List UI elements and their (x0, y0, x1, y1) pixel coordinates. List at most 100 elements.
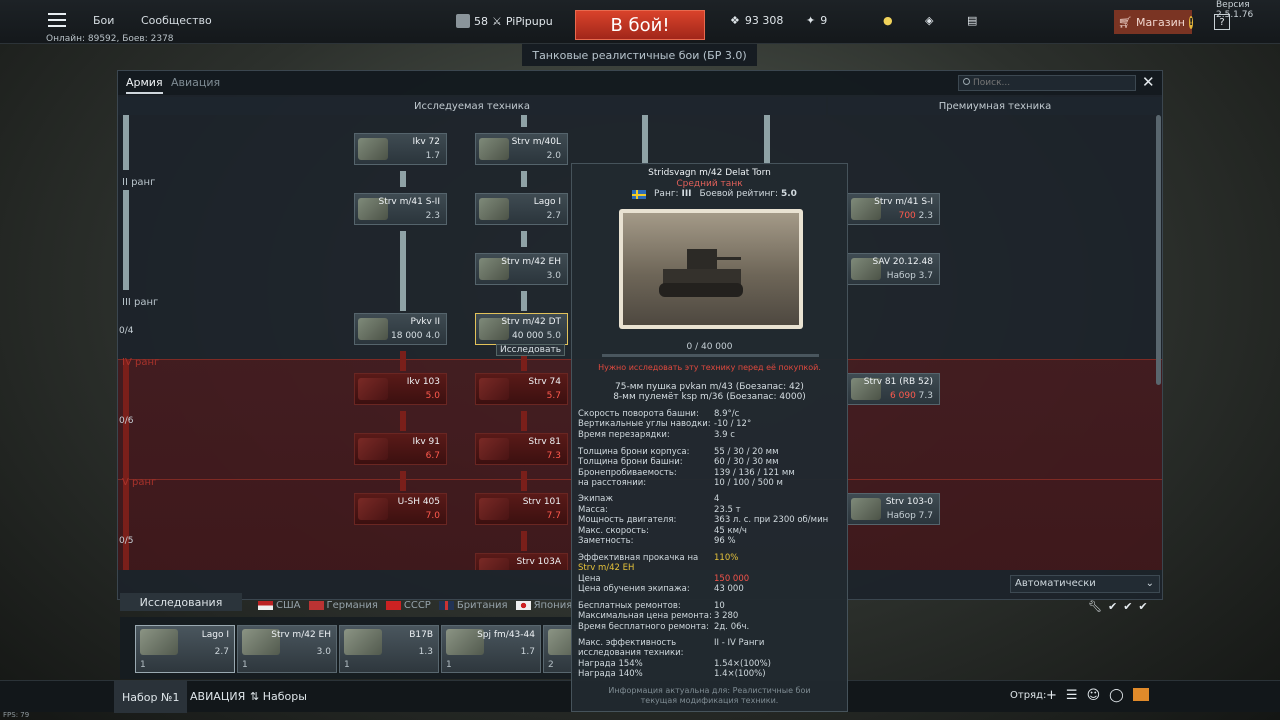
nav-battles[interactable]: Бои (93, 14, 115, 27)
diamond-icon[interactable]: ◈ (925, 14, 934, 27)
vehicle-node-strv74[interactable]: Strv 74 5.7 (475, 373, 568, 405)
vehicle-price: Набор (886, 271, 916, 281)
vehicle-photo (619, 209, 803, 329)
nav-community[interactable]: Сообщество (141, 14, 212, 27)
player-info[interactable]: 58 ⚔ PiPipupu (456, 14, 553, 28)
nation-ussr[interactable]: СССР (385, 600, 431, 611)
vehicle-br: 7.7 (918, 511, 933, 521)
crew-slot[interactable]: Strv m/42 EH 3.0 1 (237, 625, 337, 673)
premium-node-strv-m41-s1[interactable]: Strv m/41 S-I 700 2.3 (847, 193, 940, 225)
vehicle-node-strv-m41-s2[interactable]: Strv m/41 S-II 2.3 (354, 193, 447, 225)
slot-crew-count: 1 (242, 660, 248, 670)
slot-vehicle-br: 1.7 (520, 647, 535, 657)
vehicle-name: Strv 103A (516, 557, 561, 567)
vehicle-node-strv103a[interactable]: Strv 103A (475, 553, 568, 570)
auto-select-dropdown[interactable]: Автоматически ⌄ (1010, 575, 1160, 593)
presets-button[interactable]: ⇅ Наборы (250, 690, 307, 703)
chat-icon[interactable]: ◯ (1109, 688, 1124, 703)
research-toggle[interactable]: Исследования (120, 593, 242, 611)
vehicle-br: 4.0 (425, 331, 440, 341)
vehicle-title: Stridsvagn m/42 Delat Torn (648, 168, 771, 178)
vehicle-node-strv-m40l[interactable]: Strv m/40L 2.0 (475, 133, 568, 165)
stat-label: Толщина брони корпуса: (578, 447, 690, 457)
vehicle-node-ikv91[interactable]: Ikv 91 6.7 (354, 433, 447, 465)
aviation-button[interactable]: АВИАЦИЯ (190, 690, 246, 703)
tank-icon (851, 198, 881, 220)
search-input[interactable] (958, 75, 1136, 91)
mail-icon[interactable] (1132, 688, 1149, 701)
stat-label: Макс. скорость: (578, 526, 649, 536)
list-icon[interactable]: ☰ (1065, 688, 1078, 703)
check-all-icon[interactable]: ✔ (1123, 600, 1133, 613)
vehicle-node-strv-m42-eh[interactable]: Strv m/42 EH 3.0 (475, 253, 568, 285)
menu-icon[interactable] (48, 13, 66, 27)
silver-lions[interactable]: ❖ 93 308 (730, 14, 783, 27)
slot-vehicle-br: 3.0 (316, 647, 331, 657)
crew-price-label: Цена обучения экипажа: (578, 584, 690, 594)
tickets-icon[interactable]: ▤ (967, 14, 978, 27)
tab-aviation[interactable]: Авиация (171, 76, 221, 89)
nation-japan[interactable]: Япония (515, 600, 572, 611)
stat-value: 60 / 30 / 30 мм (714, 457, 779, 467)
vehicle-node-strv81[interactable]: Strv 81 7.3 (475, 433, 568, 465)
vehicle-node-u-sh405[interactable]: U-SH 405 7.0 (354, 493, 447, 525)
vehicle-node-ikv103[interactable]: Ikv 103 5.0 (354, 373, 447, 405)
vehicle-name: Lago I (533, 197, 561, 207)
vehicle-node-lago1[interactable]: Lago I 2.7 (475, 193, 568, 225)
premium-node-sav[interactable]: SAV 20.12.48 Набор 3.7 (847, 253, 940, 285)
vehicle-node-pvkv2[interactable]: Pvkv II 18 000 4.0 (354, 313, 447, 345)
vehicle-node-ikv72[interactable]: Ikv 72 1.7 (354, 133, 447, 165)
vehicle-br: 2.0 (546, 151, 561, 161)
add-icon[interactable]: + (1046, 688, 1057, 703)
vehicle-price: 6 090 (890, 391, 916, 401)
check-icon[interactable]: ✔ (1107, 600, 1118, 613)
to-battle-button[interactable]: В бой! (575, 10, 705, 40)
crew-slot[interactable]: Lago I 2.7 1 (135, 625, 235, 673)
vehicle-br: 2.3 (425, 211, 440, 221)
vehicle-rank-row: Ранг: III Боевой рейтинг: 5.0 (632, 189, 797, 199)
tab-army[interactable]: Армия (126, 76, 163, 94)
crew-slot[interactable]: Spj fm/43-44 1.7 1 (441, 625, 541, 673)
research-points: 0 / 40 000 (686, 342, 733, 352)
stat-label: Толщина брони башни: (578, 457, 683, 467)
tank-icon (242, 629, 280, 655)
nation-usa[interactable]: США (258, 600, 301, 611)
fps-counter: FPS: 79 (3, 711, 30, 719)
slot-crew-count: 1 (446, 660, 452, 670)
crew-slot[interactable]: B17B 1.3 1 (339, 625, 439, 673)
game-mode-label[interactable]: Танковые реалистичные бои (БР 3.0) (522, 44, 757, 66)
premium-node-strv81-rb52[interactable]: Strv 81 (RB 52) 6 090 7.3 (847, 373, 940, 405)
golden-eagles[interactable]: ✦ 9 (806, 14, 827, 27)
tank-icon (479, 318, 509, 340)
repair-value: 2д. 06ч. (714, 622, 750, 632)
ussr-flag-icon (385, 600, 401, 610)
nation-germany[interactable]: Германия (308, 600, 378, 611)
repair-label: Максимальная цена ремонта: (578, 611, 712, 621)
tree-connector (400, 351, 406, 371)
stat-value: 55 / 30 / 20 мм (714, 447, 779, 457)
premium-node-strv103-0[interactable]: Strv 103-0 Набор 7.7 (847, 493, 940, 525)
reward-label: Награда 154% (578, 659, 643, 669)
preset-button[interactable]: Набор №1 (114, 681, 188, 713)
help-button[interactable]: ? (1214, 14, 1230, 30)
vehicle-br: 7.3 (546, 451, 561, 461)
vehicle-name: Strv 81 (528, 437, 561, 447)
stat-value: 10 / 100 / 500 м (714, 478, 783, 488)
rank-counter: 0/6 (119, 416, 134, 426)
wrench-icon[interactable]: 🔧︎ (1088, 600, 1102, 613)
close-icon[interactable]: ✕ (1142, 73, 1155, 91)
contacts-icon[interactable]: ☺ (1086, 688, 1101, 703)
vehicle-node-strv101[interactable]: Strv 101 7.7 (475, 493, 568, 525)
nation-britain[interactable]: Британия (438, 600, 508, 611)
tank-icon (358, 378, 388, 400)
tree-scrollbar[interactable] (1156, 115, 1161, 385)
check-icon[interactable]: ✔ (1138, 600, 1148, 613)
shop-button[interactable]: 🛒︎ Магазин ! (1114, 10, 1194, 34)
player-level: 58 (474, 14, 488, 28)
online-counter: Онлайн: 89592, Боев: 2378 (46, 34, 174, 44)
lightbulb-icon[interactable]: ● (883, 14, 893, 27)
stat-value: 45 км/ч (714, 526, 747, 536)
vehicle-node-strv-m42-dt[interactable]: Strv m/42 DT 40 000 5.0 (475, 313, 568, 345)
stat-label: Масса: (578, 505, 608, 515)
stat-value: 8.9°/с (714, 409, 740, 419)
